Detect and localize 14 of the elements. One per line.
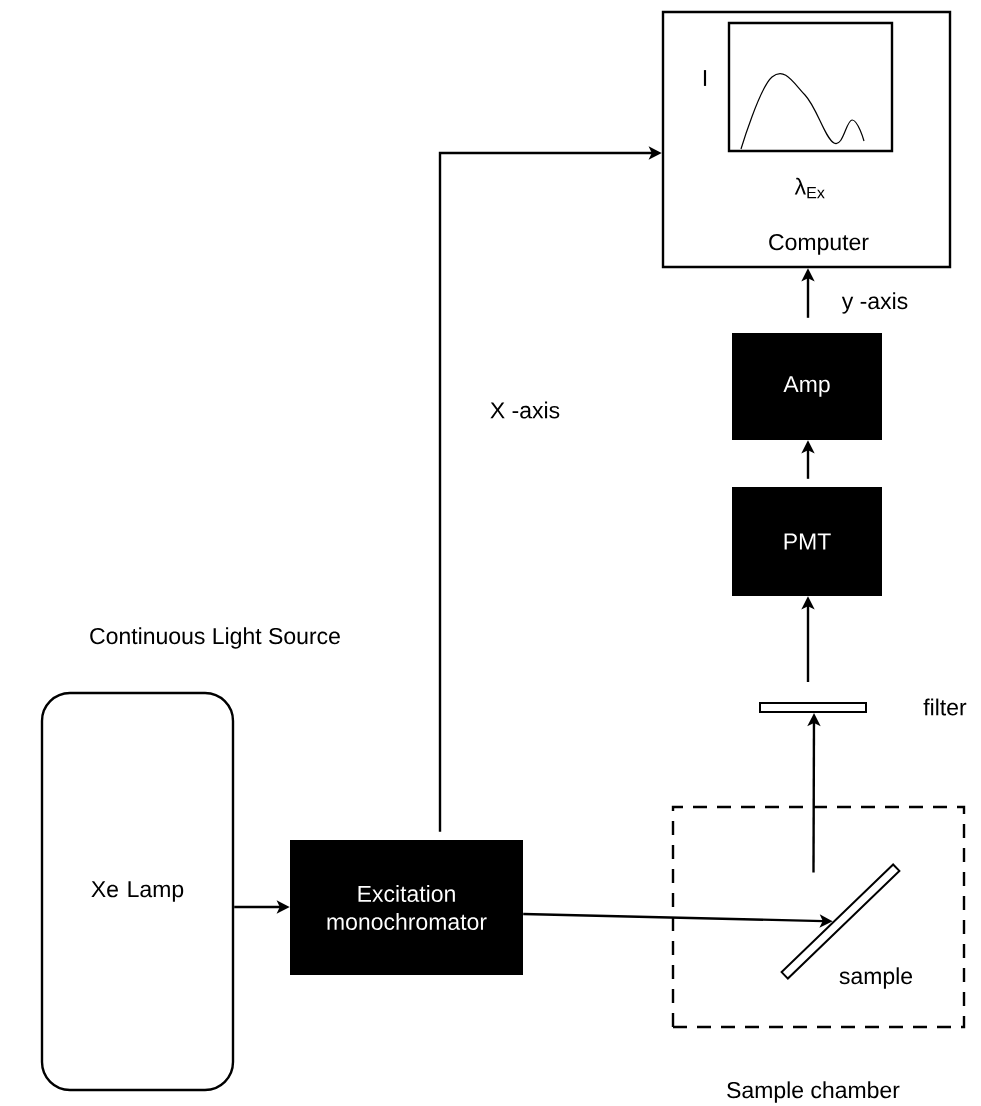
edge-label: y -axis: [839, 290, 911, 316]
filter-label: filter: [923, 698, 967, 716]
axis-label: λ$_{Ex}$: [794, 177, 825, 199]
spectrum-plot-drawing: [727, 21, 894, 153]
edge-label: X -axis: [487, 399, 563, 421]
node-label: Sample chamber: [727, 1081, 900, 1103]
detector-box: PMT: [732, 487, 882, 596]
amplifier-box: Amp: [732, 333, 882, 440]
sample-label: sample: [839, 967, 913, 989]
filter-bar: [759, 702, 867, 713]
lamp-box: Xe Lamp: [40, 691, 235, 1092]
source-heading: Continuous Light Source: [90, 627, 340, 649]
axis-label: I: [703, 70, 707, 86]
monochromator-box: Excitation monochromator: [290, 840, 523, 975]
